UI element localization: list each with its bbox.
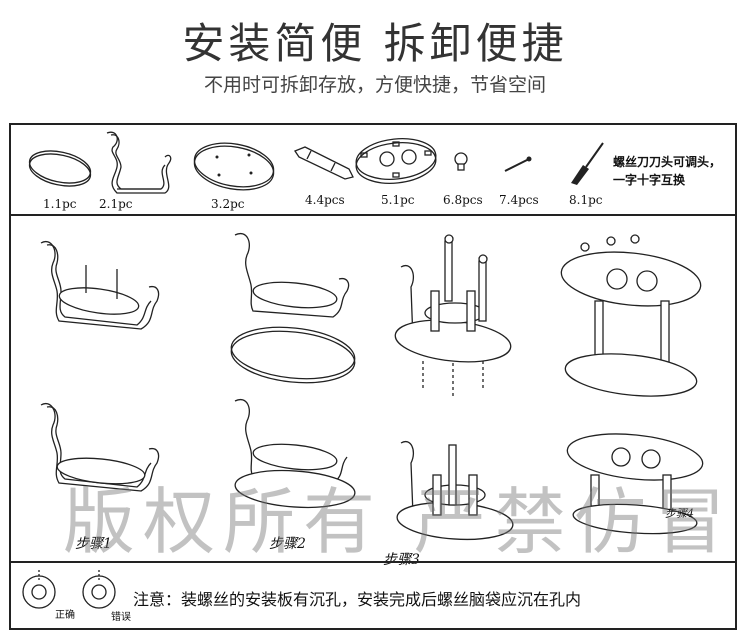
- step-label-1: 步骤1: [75, 536, 112, 552]
- part-label-2: 2.1pc: [99, 197, 133, 211]
- part-label-6: 6.8pcs: [443, 193, 483, 207]
- countersunk-wrong-diagram: [82, 570, 116, 609]
- installation-note: 正确 错误 注意：装螺丝的安装板有沉孔，安装完成后螺丝脑袋应沉在孔内: [11, 562, 735, 628]
- step3-assembly-diagram: [394, 234, 512, 396]
- assembly-steps: 步骤1 步骤2: [11, 215, 735, 568]
- correct-label: 正确: [55, 610, 75, 621]
- instruction-frame: 1.1pc 2.1pc 3.2pc 4.4pcs: [9, 123, 737, 630]
- screwdriver-note: 螺丝刀刀头可调头， 一字十字互换: [613, 153, 721, 189]
- note-text: 注意：装螺丝的安装板有沉孔，安装完成后螺丝脑袋应沉在孔内: [133, 590, 582, 609]
- screwdriver-icon: [571, 142, 604, 185]
- step2-frame-diagram-2: [234, 398, 356, 509]
- countersunk-correct-diagram: [22, 570, 56, 609]
- oval-base-board-icon: [28, 150, 92, 187]
- page-title: 安装简便 拆卸便捷: [182, 19, 568, 68]
- screw-icon: [504, 156, 532, 172]
- parts-divider: [11, 214, 735, 216]
- curved-frame-icon: [106, 131, 172, 194]
- step3-assembly-diagram-2: [396, 440, 514, 541]
- step-label-4: 步骤4: [665, 507, 694, 520]
- page-subtitle: 不用时可拆卸存放，方便快捷，节省空间: [203, 74, 546, 96]
- wrong-label: 错误: [111, 612, 131, 623]
- screwdriver-note-line2: 一字十字互换: [613, 173, 686, 187]
- part-label-3: 3.2pc: [211, 197, 245, 211]
- part-label-1: 1.1pc: [43, 197, 77, 211]
- step2-shelf-board-diagram: [230, 326, 356, 384]
- step4-assembly-diagram: [560, 234, 702, 397]
- screwdriver-note-line1: 螺丝刀刀头可调头，: [613, 155, 722, 169]
- step1-frame-diagram-2: [40, 402, 160, 492]
- step-label-2: 步骤2: [269, 536, 306, 552]
- support-pillar-icon: [294, 146, 354, 180]
- step-label-3: 步骤3: [383, 552, 420, 568]
- step2-frame-diagram: [234, 232, 350, 318]
- part-label-5: 5.1pc: [381, 193, 415, 207]
- oval-shelf-board-icon: [193, 142, 275, 191]
- part-label-8: 8.1pc: [569, 193, 603, 207]
- part-label-4: 4.4pcs: [305, 193, 345, 207]
- step1-frame-diagram: [40, 240, 160, 330]
- step4-assembly-diagram-2: [566, 433, 704, 535]
- round-knob-icon: [454, 152, 468, 171]
- steps-divider: [11, 561, 735, 563]
- top-holder-board-icon: [355, 138, 437, 184]
- part-label-7: 7.4pcs: [499, 193, 539, 207]
- parts-list: 1.1pc 2.1pc 3.2pc 4.4pcs: [11, 125, 735, 215]
